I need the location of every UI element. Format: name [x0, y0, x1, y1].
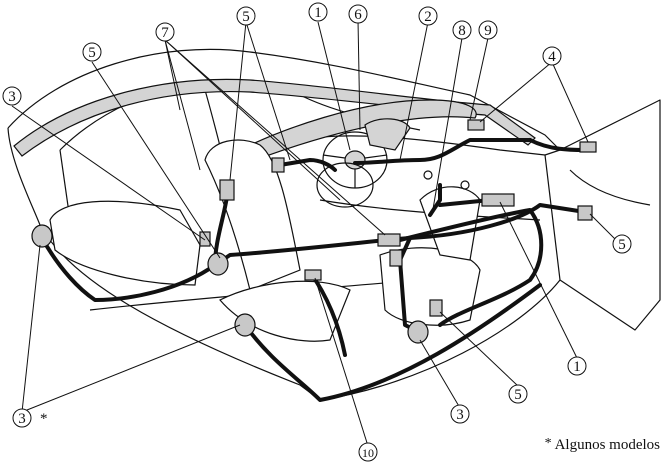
- callout-3-bottomleft: 3: [12, 408, 32, 428]
- door-sensor-front: [579, 141, 597, 153]
- seatbelt-pretensioner-rear: [31, 224, 53, 248]
- svg-text:5: 5: [514, 387, 522, 403]
- seatbelt-pretensioner-front: [207, 252, 229, 276]
- callout-5-c: 5: [612, 234, 632, 254]
- svg-text:6: 6: [354, 7, 362, 23]
- leader-lines: [11, 19, 617, 447]
- svg-text:2: 2: [424, 9, 432, 25]
- svg-text:3: 3: [456, 407, 464, 423]
- callout-8: 8: [452, 20, 472, 40]
- tunnel-module: [377, 233, 401, 247]
- callout-5-a: 5: [236, 6, 256, 26]
- seatbelt-pretensioner-rear-right: [234, 313, 256, 337]
- svg-text:5: 5: [88, 45, 96, 61]
- svg-text:10: 10: [362, 446, 374, 460]
- callout-1-right: 1: [567, 356, 587, 376]
- callouts: 1 1 2 3 3 3 4 5 5 5 5 6 7 8 9 10 *: [2, 2, 632, 462]
- callout-9: 9: [478, 20, 498, 40]
- door-module-right: [577, 205, 593, 221]
- seat-module-driver: [389, 249, 403, 267]
- callout-10: 10: [358, 442, 378, 462]
- indicator-light: [423, 170, 433, 180]
- callout-3-left: 3: [2, 86, 22, 106]
- callout-4: 4: [542, 46, 562, 66]
- buckle-switch: [460, 180, 470, 190]
- seat-belt-module: [429, 299, 443, 317]
- footnote-text: Algunos modelos: [554, 437, 660, 453]
- callout-3-bottom: 3: [450, 404, 470, 424]
- callout-5-b: 5: [82, 42, 102, 62]
- svg-text:4: 4: [548, 49, 556, 65]
- models-footnote: * Algunos modelos: [545, 436, 660, 454]
- callout-1-top: 1: [308, 2, 328, 22]
- svg-text:3: 3: [8, 89, 16, 105]
- passenger-seat-sensor: [304, 269, 322, 281]
- svg-text:7: 7: [161, 25, 169, 41]
- rear-pillar-sensor: [199, 231, 211, 247]
- svg-text:3: 3: [18, 411, 26, 427]
- callout-6: 6: [348, 4, 368, 24]
- pillar-sensor: [271, 157, 285, 173]
- callout-7: 7: [155, 22, 175, 42]
- callout-2: 2: [418, 6, 438, 26]
- svg-text:5: 5: [242, 9, 250, 25]
- components: [31, 119, 597, 344]
- roof-module-left: [467, 119, 485, 131]
- callout-5-d: 5: [508, 384, 528, 404]
- seats: [49, 139, 481, 342]
- instrument-cluster: [364, 118, 411, 151]
- svg-text:9: 9: [484, 23, 492, 39]
- seatbelt-pretensioner-driver: [407, 320, 429, 344]
- svg-text:5: 5: [618, 237, 626, 253]
- control-module: [481, 193, 515, 207]
- svg-text:8: 8: [458, 23, 466, 39]
- footnote-star: *: [544, 436, 552, 451]
- svg-text:1: 1: [314, 5, 322, 21]
- asterisk-mark: *: [40, 411, 48, 427]
- rear-seat-module: [219, 179, 235, 201]
- svg-text:1: 1: [573, 359, 581, 375]
